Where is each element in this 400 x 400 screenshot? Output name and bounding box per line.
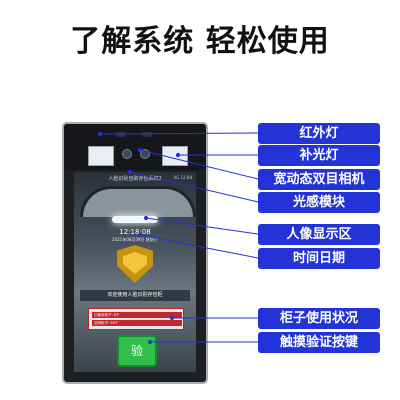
line-time (139, 234, 259, 259)
kiosk-device: 人脸识别自助存包系统2 4G 12:08 12:18:08 2021年08月08… (62, 122, 208, 384)
callout-time-date: 时间日期 (258, 248, 380, 269)
shield-inner-icon (123, 252, 147, 274)
line-camera (139, 149, 259, 180)
portrait-arch (80, 186, 196, 217)
status-row-free: 空闲柜子: 56个 (92, 320, 182, 326)
screen-signal: 4G 12:08 (173, 175, 192, 180)
line-portrait (145, 217, 259, 235)
light-sensor-bar (112, 216, 158, 223)
camera-right-icon (140, 149, 150, 159)
screen-time: 12:18:08 (119, 228, 151, 236)
callout-ir-light: 红外灯 (258, 123, 380, 144)
line-ir (99, 132, 259, 135)
dot-verify (147, 339, 153, 345)
callout-light-sensor: 光感模块 (258, 192, 380, 213)
status-row-used: 已使用柜子: 8个 (92, 312, 182, 318)
dot-time (137, 232, 143, 238)
callout-portrait-area: 人像显示区 (258, 224, 380, 245)
callout-fill-light: 补光灯 (258, 145, 380, 166)
welcome-banner: 欢迎使用人脸识别存包柜 (80, 290, 190, 301)
device-top-bezel (64, 124, 206, 170)
dot-fill (175, 152, 181, 158)
screen-title: 人脸识别自助存包系统2 (108, 176, 162, 182)
locker-status-panel: 已使用柜子: 8个 空闲柜子: 56个 (88, 308, 184, 330)
ir-light-left (88, 146, 114, 166)
callout-touch-button: 触摸验证按键 (258, 332, 380, 353)
callout-locker-status: 柜子使用状况 (258, 308, 380, 329)
dot-ir (97, 131, 103, 137)
ir-sensor-right (142, 132, 152, 137)
headline: 了解系统 轻松使用 (70, 24, 330, 59)
camera-left-icon (122, 149, 132, 159)
line-sensor (129, 171, 259, 203)
dot-status (169, 315, 175, 321)
dot-portrait (143, 215, 149, 221)
dot-camera (137, 147, 143, 153)
callout-dual-camera: 宽动态双目相机 (258, 169, 380, 190)
dot-sensor (127, 169, 133, 175)
display-screen: 人脸识别自助存包系统2 4G 12:08 12:18:08 2021年08月08… (74, 172, 196, 372)
ir-sensor-left (116, 132, 126, 137)
screen-date: 2021年08月08日 星期日 (112, 237, 158, 242)
